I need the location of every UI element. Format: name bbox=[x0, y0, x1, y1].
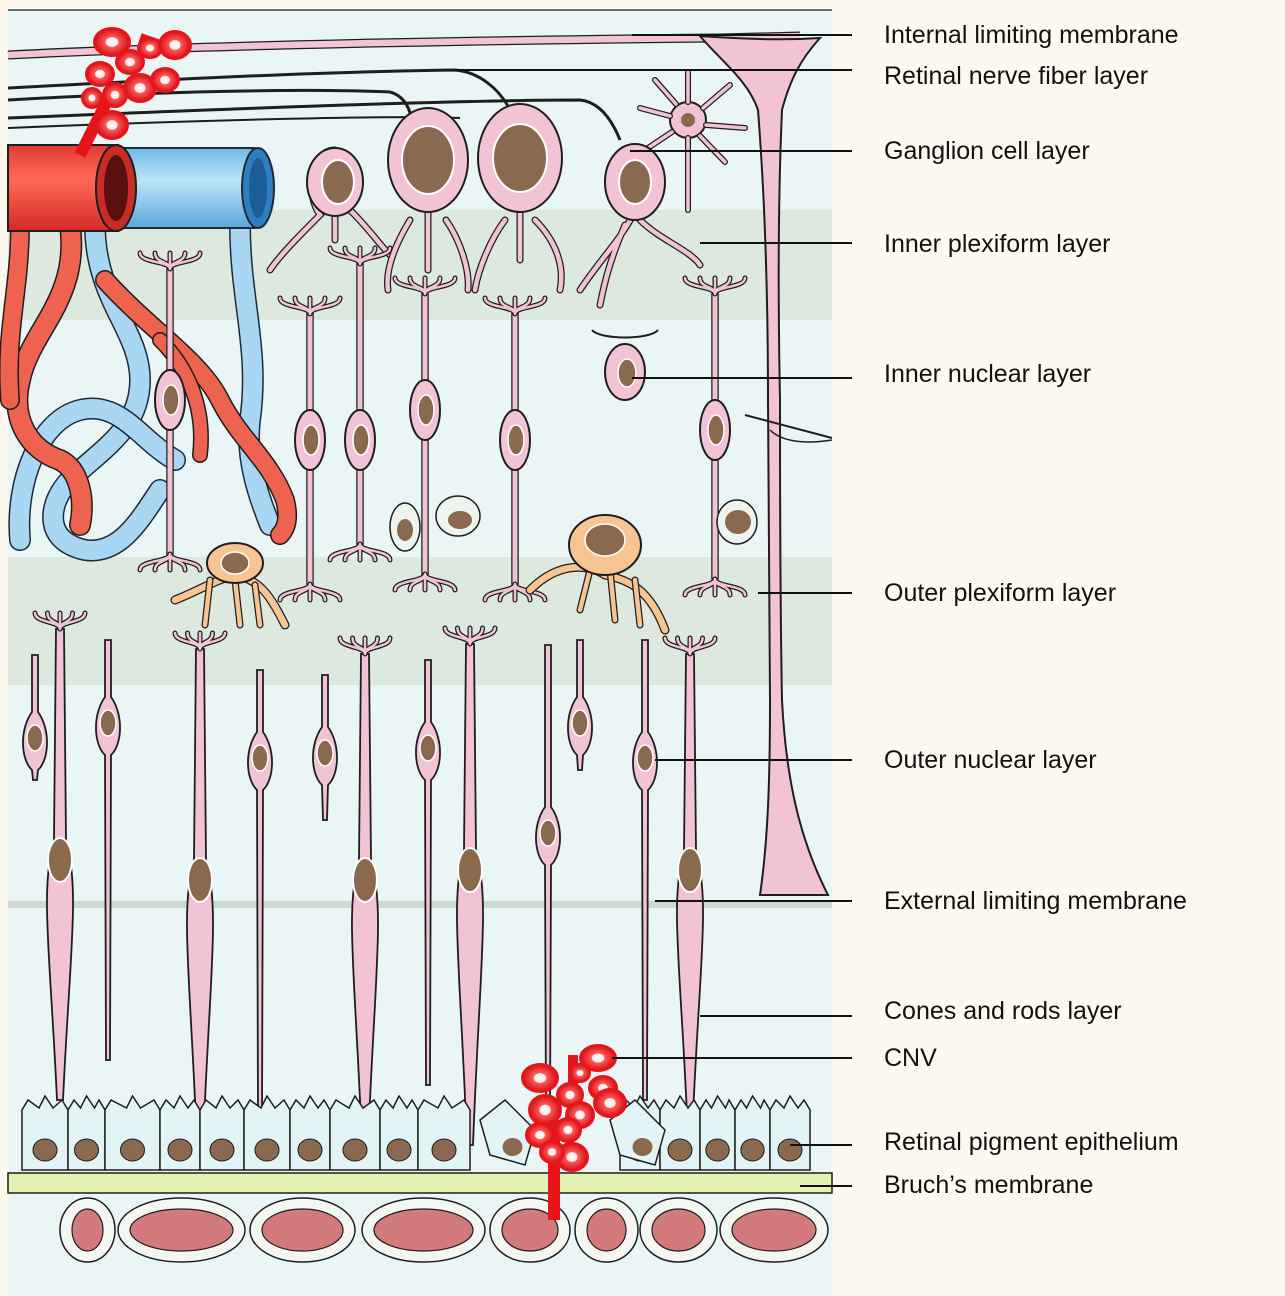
label-retinal-pigment-epithelium: Retinal pigment epithelium bbox=[884, 1127, 1179, 1157]
rpe-cell bbox=[105, 1096, 160, 1170]
red-blood-cell bbox=[522, 1064, 558, 1092]
red-blood-cell bbox=[103, 83, 127, 107]
label-bruchs-membrane: Bruch’s membrane bbox=[884, 1170, 1093, 1200]
label-outer-nuclear-layer: Outer nuclear layer bbox=[884, 745, 1097, 775]
red-blood-cell bbox=[86, 62, 114, 86]
choroid-cell bbox=[640, 1198, 717, 1262]
rpe-cell bbox=[330, 1096, 380, 1170]
choroid-cell bbox=[60, 1198, 115, 1262]
label-inner-nuclear-layer: Inner nuclear layer bbox=[884, 359, 1091, 389]
red-blood-cell bbox=[96, 111, 128, 139]
rpe-cell bbox=[380, 1096, 418, 1170]
red-blood-cell bbox=[151, 68, 179, 92]
external-limiting-membrane-line bbox=[8, 901, 832, 908]
choroid-cell bbox=[250, 1198, 355, 1262]
choroid-cell bbox=[720, 1198, 828, 1262]
rpe-cell bbox=[160, 1096, 200, 1170]
rpe-cell bbox=[700, 1096, 735, 1170]
red-blood-cell bbox=[116, 50, 144, 74]
rpe-cell bbox=[418, 1096, 470, 1170]
red-blood-cell bbox=[529, 1095, 561, 1125]
rpe-cell bbox=[200, 1096, 244, 1170]
choroid-cell bbox=[362, 1198, 485, 1262]
red-blood-cell bbox=[594, 1089, 626, 1117]
red-blood-cell bbox=[540, 1141, 564, 1163]
bruchs-membrane bbox=[8, 1173, 832, 1193]
choroid-cell bbox=[575, 1198, 638, 1262]
red-blood-cell bbox=[570, 1064, 590, 1082]
rpe-cell bbox=[770, 1096, 810, 1170]
label-retinal-nerve-fiber-layer: Retinal nerve fiber layer bbox=[884, 61, 1148, 91]
rpe-cell bbox=[244, 1096, 290, 1170]
label-external-limiting-membrane: External limiting membrane bbox=[884, 886, 1187, 916]
label-internal-limiting-membrane: Internal limiting membrane bbox=[884, 20, 1179, 50]
rpe-cell bbox=[290, 1096, 330, 1170]
rpe-cell bbox=[22, 1096, 68, 1170]
label-ganglion-cell-layer: Ganglion cell layer bbox=[884, 136, 1090, 166]
rpe-cells bbox=[22, 1096, 810, 1170]
label-outer-plexiform-layer: Outer plexiform layer bbox=[884, 578, 1116, 608]
red-blood-cell bbox=[82, 88, 102, 108]
choroid-cell bbox=[118, 1198, 245, 1262]
label-cnv: CNV bbox=[884, 1043, 937, 1073]
label-inner-plexiform-layer: Inner plexiform layer bbox=[884, 229, 1110, 259]
rpe-cell bbox=[735, 1096, 770, 1170]
label-cones-and-rods-layer: Cones and rods layer bbox=[884, 996, 1122, 1026]
red-blood-cell bbox=[159, 31, 191, 59]
red-blood-cell bbox=[555, 1118, 581, 1142]
rpe-cell bbox=[68, 1096, 105, 1170]
rpe-cell bbox=[660, 1096, 700, 1170]
